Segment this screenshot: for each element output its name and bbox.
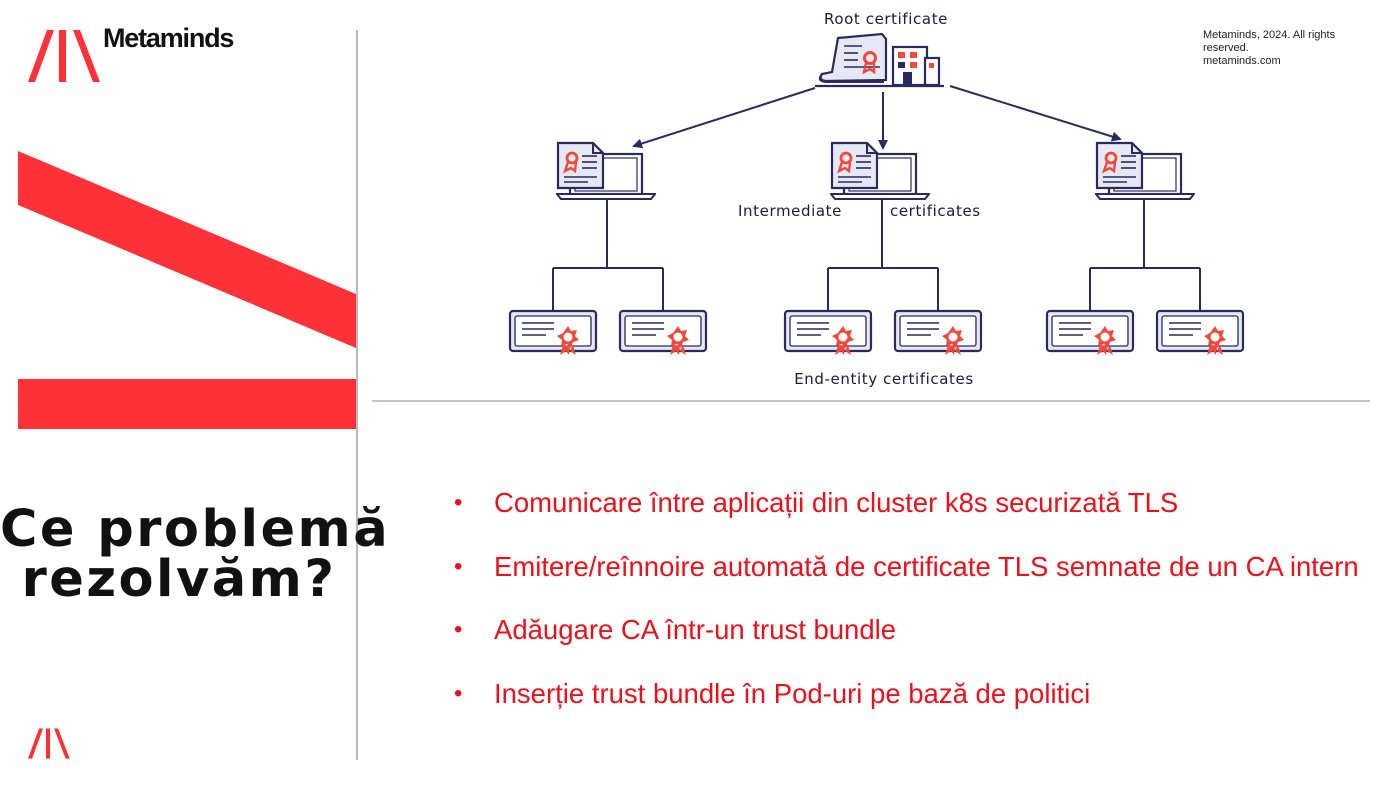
end-entity-certificate-icon: [618, 309, 708, 355]
bullet-item: • Comunicare între aplicații din cluster…: [452, 474, 1359, 538]
bullet-item: • Adăugare CA într-un trust bundle: [452, 601, 1359, 665]
end-entity-certificates-label: End-entity certificates: [794, 370, 974, 388]
arrow-root-to-left: [632, 87, 816, 149]
arrow-root-to-right: [949, 85, 1122, 142]
bullet-text: Inserție trust bundle în Pod-uri pe bază…: [494, 677, 1091, 709]
end-entity-certificate-icon: [783, 309, 873, 355]
intermediate-certificate-right-icon: [1095, 141, 1195, 200]
certificate-chain-diagram: Root certificate Intermediate certificat…: [508, 10, 1245, 388]
end-entity-certificate-icon: [508, 309, 598, 355]
title-line-1: Ce problemă: [0, 500, 391, 559]
intermediate-certificate-left-icon: [556, 141, 656, 200]
problem-bullet-list: • Comunicare între aplicații din cluster…: [452, 474, 1359, 728]
brand-name: Metaminds: [103, 23, 234, 53]
tree-connectors: [552, 200, 1201, 310]
title-line-2: rezolvăm?: [21, 550, 337, 609]
intermediate-label-left: Intermediate: [738, 202, 842, 220]
vertical-divider: [356, 30, 358, 760]
copyright-line-3: metaminds.com: [1203, 55, 1281, 67]
bullet-text: Emitere/reînnoire automată de certificat…: [494, 550, 1359, 582]
bullet-dot-icon: •: [454, 489, 463, 516]
bullet-item: • Emitere/reînnoire automată de certific…: [452, 538, 1359, 602]
end-entity-certificate-icon: [1155, 309, 1245, 355]
slide-title: Ce problemă rezolvăm?: [0, 500, 391, 609]
horizontal-divider: [372, 400, 1370, 402]
copyright-notice: Metaminds, 2024. All rights reserved. me…: [1203, 29, 1363, 68]
bullet-dot-icon: •: [454, 679, 463, 707]
bullet-text: Adăugare CA într-un trust bundle: [494, 614, 897, 645]
end-entity-certificate-icon: [893, 309, 983, 355]
metaminds-small-logo-icon: [28, 728, 70, 759]
bullet-dot-icon: •: [454, 552, 463, 580]
bullet-item: • Inserție trust bundle în Pod-uri pe ba…: [452, 665, 1359, 729]
bullet-dot-icon: •: [454, 616, 463, 643]
copyright-line-2: reserved.: [1203, 42, 1249, 54]
root-certificate-icon: [815, 32, 944, 88]
decorative-red-stripes: [18, 151, 356, 429]
end-entity-certificate-icon: [1045, 309, 1135, 355]
copyright-line-1: Metaminds, 2024. All rights: [1203, 29, 1336, 41]
bullet-text: Comunicare între aplicații din cluster k…: [494, 487, 1179, 518]
root-certificate-label: Root certificate: [824, 10, 948, 28]
metaminds-logo-icon: [28, 30, 100, 82]
intermediate-certificate-center-icon: [830, 141, 930, 200]
intermediate-label-right: certificates: [890, 202, 981, 220]
